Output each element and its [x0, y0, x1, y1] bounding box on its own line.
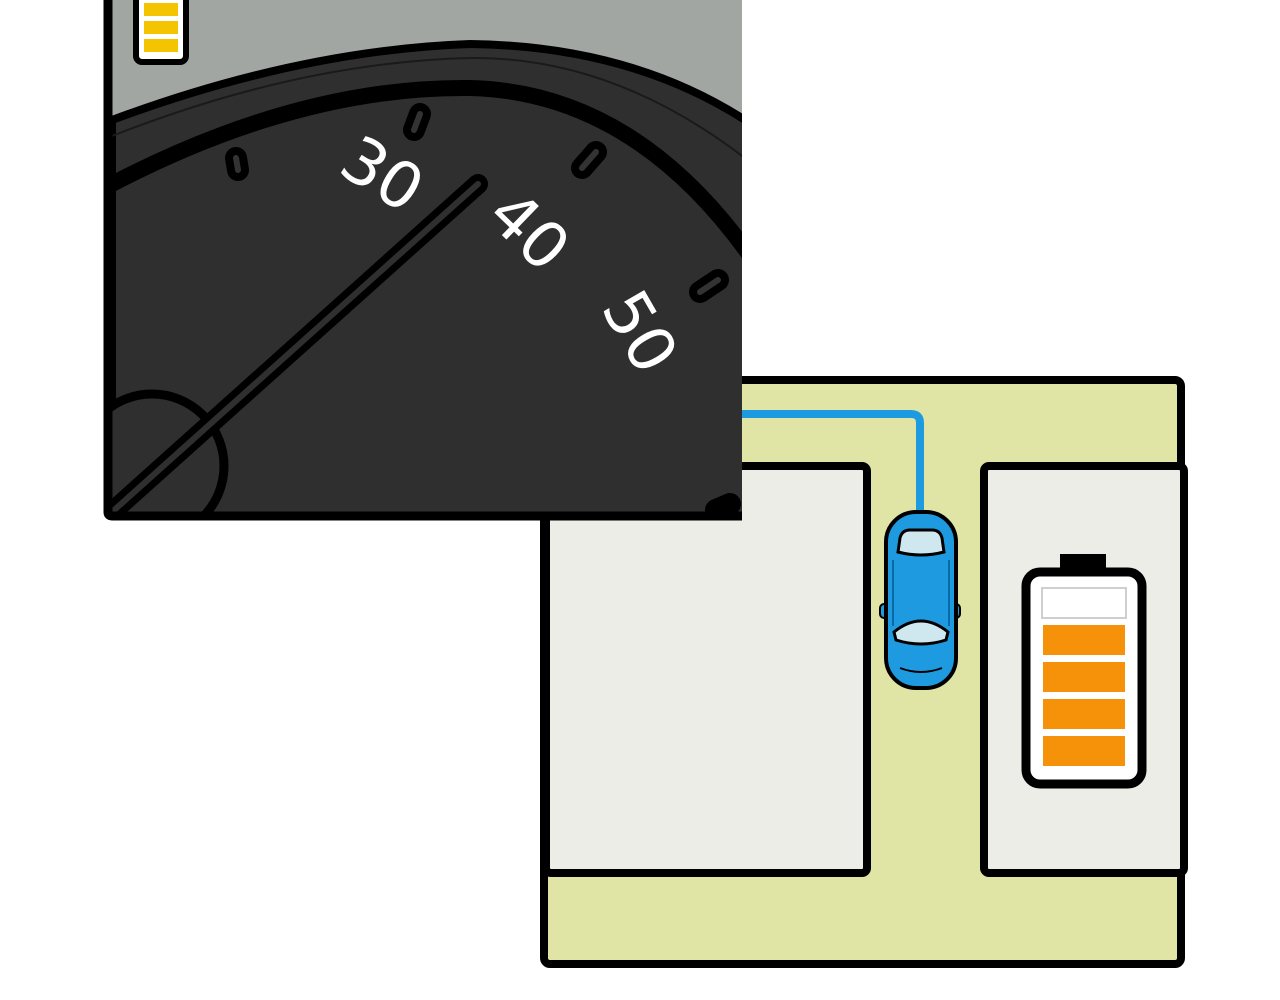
large-battery-empty-cell [1041, 587, 1127, 619]
small-battery-cell [142, 37, 180, 54]
large-battery-cell [1041, 697, 1127, 731]
large-battery-cell [1041, 660, 1127, 694]
parking-map-panel [540, 376, 1188, 968]
city-block-left [542, 462, 871, 877]
speedometer-panel: 30 40 50 [103, 0, 742, 521]
car-icon [879, 510, 961, 690]
route-line [696, 410, 924, 526]
small-battery-cell [142, 0, 180, 2]
large-battery-cell [1041, 734, 1127, 768]
small-battery-icon [133, 0, 189, 65]
large-battery-icon [1021, 554, 1147, 789]
large-battery-cell [1041, 623, 1127, 657]
small-battery-cell [142, 19, 180, 36]
small-battery-cell [142, 1, 180, 18]
